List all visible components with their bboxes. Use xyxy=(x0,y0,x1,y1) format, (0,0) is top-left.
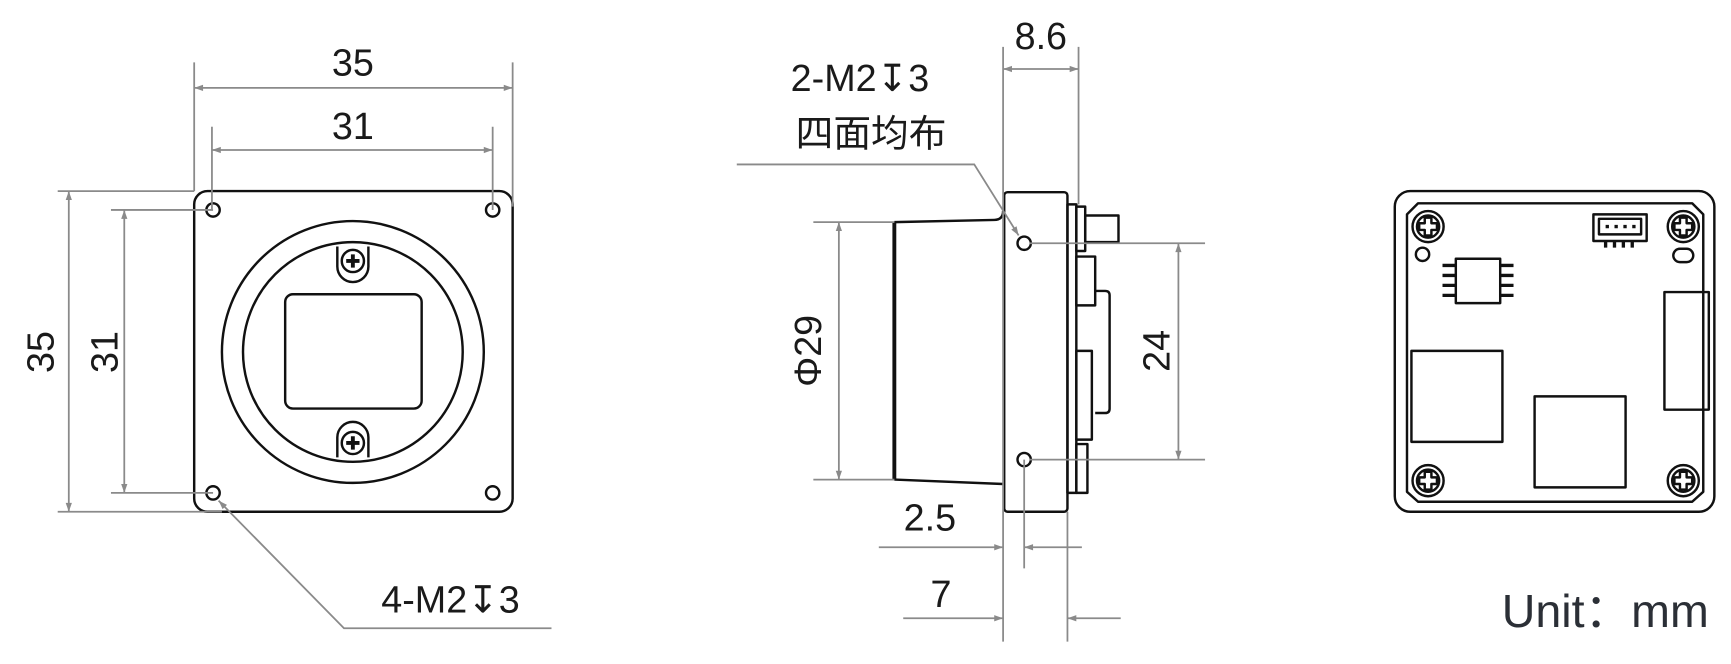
lens-mount-outer-ring xyxy=(220,219,486,485)
side-view: 8.6 2-M2↧3 四面均布 Φ29 24 2.5 7 xyxy=(736,15,1206,642)
screw-icon xyxy=(336,246,370,284)
board-component xyxy=(1075,442,1089,495)
side-connector xyxy=(1075,205,1087,253)
back-view: Unit：mm xyxy=(1393,189,1716,637)
body-depth-label: 7 xyxy=(930,573,951,615)
screw-icon xyxy=(1666,463,1701,498)
board-component xyxy=(1075,349,1094,441)
front-width-outer-label: 35 xyxy=(332,42,374,84)
pcb-component-large xyxy=(1533,395,1627,489)
pcb-slot xyxy=(1672,247,1695,264)
pcb-connector xyxy=(1592,213,1648,248)
hole-offset-label: 2.5 xyxy=(904,497,956,539)
screw-icon xyxy=(1411,463,1445,498)
screw-icon xyxy=(1411,209,1445,244)
lens-barrel xyxy=(894,210,1005,486)
pcb-component-large xyxy=(1410,349,1504,444)
side-hole-note-sub: 四面均布 xyxy=(796,113,947,155)
board-component xyxy=(1095,289,1111,415)
front-height-outer-label: 35 xyxy=(19,331,61,373)
front-housing xyxy=(192,189,514,513)
screw-icon xyxy=(1666,209,1701,244)
side-housing xyxy=(1002,190,1069,513)
lens-mount-inner-ring xyxy=(241,240,464,464)
side-depth-label: 8.6 xyxy=(1015,15,1067,57)
front-view: 35 31 35 31 4-M2↧3 xyxy=(19,42,552,630)
back-plate xyxy=(1066,203,1078,495)
side-hole-icon xyxy=(1016,235,1033,252)
io-connector xyxy=(1663,290,1711,411)
unit-label: Unit：mm xyxy=(1502,585,1709,637)
front-hole-note: 4-M2↧3 xyxy=(381,579,520,621)
hole-spacing-label: 24 xyxy=(1136,330,1178,372)
pcb-hole-icon xyxy=(1414,246,1431,263)
front-width-holes-label: 31 xyxy=(332,105,374,147)
side-hole-note: 2-M2↧3 xyxy=(791,57,930,99)
lens-diameter-label: Φ29 xyxy=(787,315,829,387)
board-component xyxy=(1075,255,1097,307)
screw-icon xyxy=(336,420,370,458)
sensor-window xyxy=(283,293,423,410)
pcb-outline xyxy=(1405,202,1705,503)
back-housing xyxy=(1393,189,1716,513)
mount-hole-icon xyxy=(484,485,501,501)
ic-chip xyxy=(1442,257,1514,305)
connector-stub xyxy=(1083,214,1120,244)
front-height-holes-label: 31 xyxy=(84,331,126,373)
